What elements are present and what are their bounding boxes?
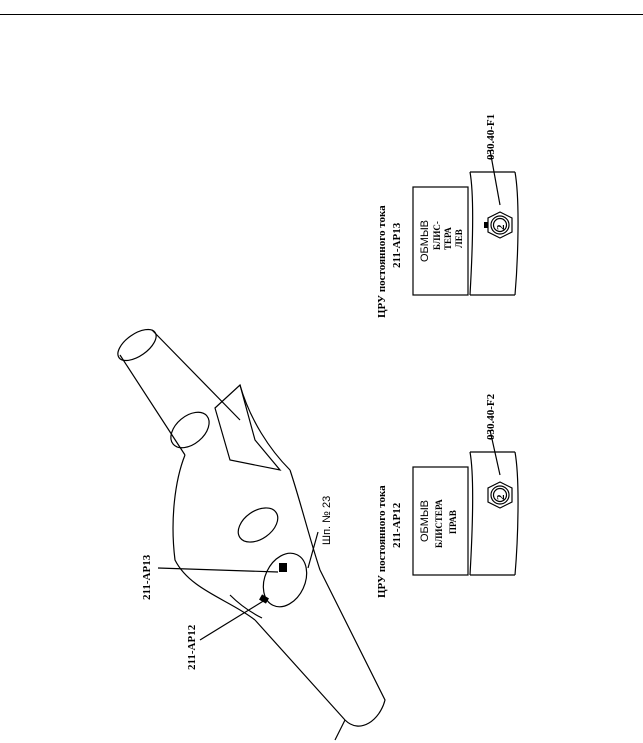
leader-right xyxy=(489,149,501,206)
panel-left-label-box xyxy=(412,466,469,576)
callout-ap12: 211-AP12 xyxy=(186,624,198,670)
header-rule xyxy=(0,14,643,15)
callout-hatch: Шп. № 23 xyxy=(321,496,333,545)
connector-right xyxy=(484,211,513,239)
leader-left xyxy=(489,429,501,476)
leader-ap13 xyxy=(157,567,279,573)
aircraft-sketch xyxy=(117,328,386,741)
marker-ap12 xyxy=(259,594,269,604)
connector-left xyxy=(487,481,513,509)
panel-left xyxy=(412,429,519,576)
panel-right-label-box xyxy=(412,186,469,296)
marker-ap13 xyxy=(279,563,287,572)
panel-right xyxy=(412,149,519,296)
panel-right-label-line4: ЛЕВ xyxy=(454,229,464,248)
panel-left-title-line2: 211-AP12 xyxy=(391,502,403,548)
panel-right-edge-right xyxy=(514,171,519,296)
panel-left-edge-left xyxy=(469,451,474,576)
panel-left-connector-ref: 030.40-F2 xyxy=(485,393,497,440)
panel-right-title-line1: ЦРУ постоянного тока xyxy=(376,205,388,318)
connector-right-number: 2 xyxy=(495,224,507,230)
panel-right-title-line2: 211-AP13 xyxy=(391,222,403,268)
panel-left-label-line3: ПРАВ xyxy=(448,510,458,534)
panel-left-label-line1: ОБМЫВ xyxy=(419,500,431,542)
connector-left-number: 2 xyxy=(495,494,507,500)
panel-right-label-line2: БЛИС- xyxy=(432,221,442,250)
leader-hatch xyxy=(307,531,319,569)
panel-right-connector-ref: 030.40-F1 xyxy=(485,114,497,160)
callout-ap13: 211-AP13 xyxy=(141,554,153,600)
panel-left-edge-right xyxy=(514,451,519,576)
leader-ap12 xyxy=(199,599,266,641)
panel-left-title-line1: ЦРУ постоянного тока xyxy=(376,485,388,598)
panel-right-label-line1: ОБМЫВ xyxy=(419,220,431,262)
panel-right-edge-left xyxy=(469,171,474,296)
panel-left-label-line2: БЛИСТЕРА xyxy=(434,499,444,548)
panel-right-label-line3: ТЕРА xyxy=(443,227,453,250)
